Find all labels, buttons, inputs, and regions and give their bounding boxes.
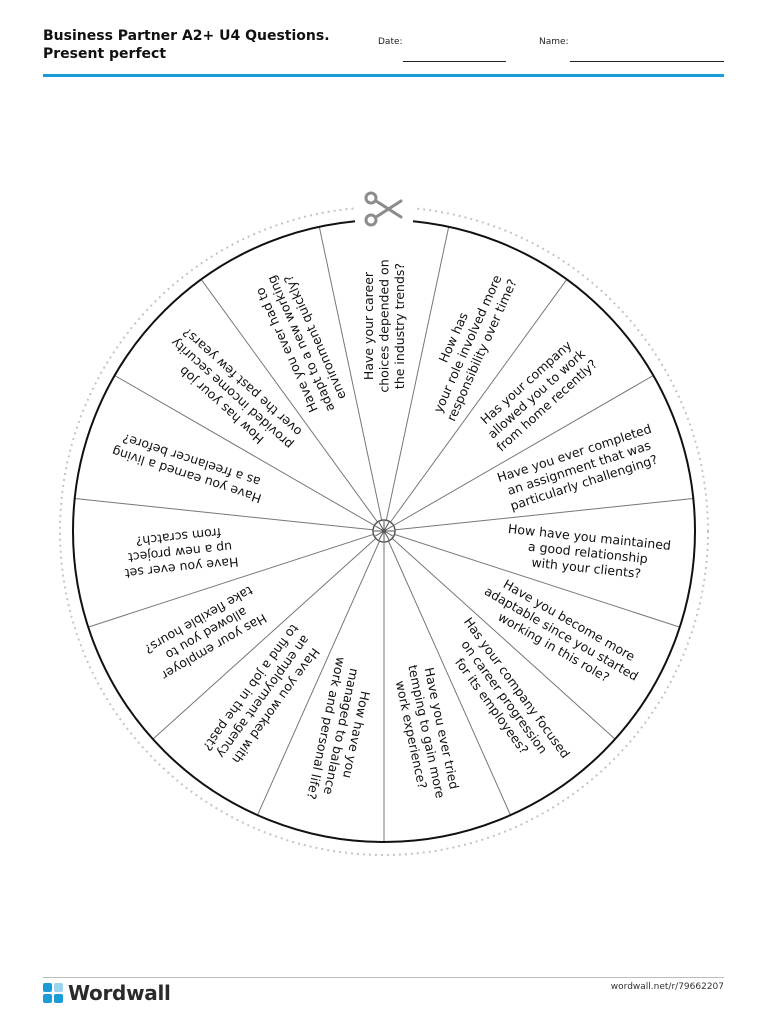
name-field-line [570,61,724,62]
segment-divider [383,226,450,532]
wheel-question-line: choices depended on [377,259,392,392]
hub-spoke [383,530,393,537]
scissors-icon [364,191,403,227]
wheel-question-line: the industry trends? [392,263,407,389]
wheel-question-2: Has your companyallowed you to workfrom … [473,333,600,454]
wordwall-brand-name: Wordwall [68,981,171,1005]
segment-divider [383,530,680,628]
segment-divider [383,375,654,532]
cut-guide-circle [59,206,709,856]
wheel-question-12: Have you earned a livingas a freelancer … [110,429,268,506]
hub-spoke [378,522,385,532]
segment-divider [383,279,568,532]
name-label: Name: [539,37,569,47]
segment-divider [318,226,385,532]
hub-spoke [383,530,390,540]
date-field-line [403,61,506,62]
segment-divider [88,530,385,628]
wheel-question-line: allowed you to work [485,346,589,442]
wheel-question-10: Has your employerallowed you totake flex… [142,583,271,684]
segment-divider [200,279,385,532]
wheel-question-11: Have you ever setup a new projectfrom sc… [121,524,239,582]
hub-spoke [383,522,390,532]
wordwall-brand: Wordwall [43,981,171,1005]
footer-url: wordwall.net/r/79662207 [610,982,724,992]
wheel-question-line: on career progression [458,637,550,756]
hub-spoke [375,525,385,532]
wheel-question-line: an employment agency [214,633,313,762]
worksheet-title: Business Partner A2+ U4 Questions. Prese… [43,27,343,63]
wheel-question-line: provided income security [167,335,295,453]
date-label: Date: [378,37,403,47]
worksheet-title-line1: Business Partner A2+ U4 Questions. [43,28,330,44]
wheel-question-line: Have your career [361,271,376,380]
wheel-question-15: Have your careerchoices depended onthe i… [361,259,407,392]
worksheet-title-line2: Present perfect [43,46,167,62]
segment-divider [383,530,511,816]
segment-dividers [74,226,694,842]
wheel-question-7: Have you ever triedtemping to gain morew… [390,660,463,803]
segment-divider [383,530,616,740]
wheel-question-8: How have youmanaged to balancework and p… [304,656,379,808]
footer-rule [43,977,724,978]
segment-divider [74,498,385,532]
header-accent-rule [43,74,724,77]
segment-divider [383,498,694,532]
segment-divider [114,375,385,532]
wordwall-logo-icon [43,983,63,1003]
segment-divider [152,530,385,740]
center-hub [372,519,396,543]
hub-spoke [375,530,385,537]
segment-divider [257,530,385,816]
hub-spoke [378,530,385,540]
hub-spoke [383,525,393,532]
wheel-question-4: How have you maintaineda good relationsh… [504,521,672,584]
